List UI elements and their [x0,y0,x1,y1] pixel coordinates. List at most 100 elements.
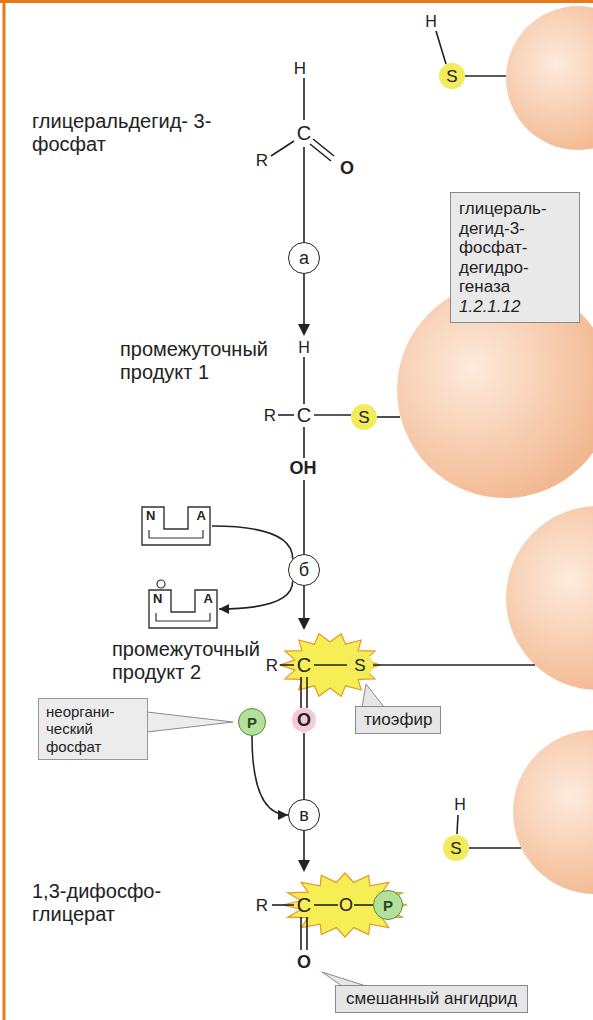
nad-letter: A [197,509,206,522]
step-circle: в [288,799,320,831]
atom-label: S [446,68,457,85]
compound-name: глицеральдегид- 3-фосфат [32,110,212,156]
sulfur-glow [443,835,469,861]
bond [314,414,351,416]
bond [373,664,535,666]
nad-inner-line [156,613,210,621]
nad-inner-line [149,530,203,538]
bond [303,78,305,120]
nad-letter: N [146,509,155,522]
atom-label: H [425,14,437,30]
atom-label: C [297,405,311,425]
step-circle: а [288,242,320,274]
frame-line [0,0,593,3]
nad-outline-path [149,590,217,628]
bond [457,815,458,834]
atom-label: S [358,409,369,426]
reaction-line [303,147,305,242]
reaction-line [303,831,305,862]
callout-box: неоргани- ческий фосфат [38,698,148,760]
step-letter: в [299,806,309,824]
frame-line [3,0,6,1020]
arrowhead [278,810,288,820]
bond [278,414,294,416]
enzyme-box: глицераль- дегид-3- фосфат- дегидро- ген… [450,192,580,323]
bond [314,664,347,666]
box-text: глицераль- дегид-3- фосфат- дегидро- ген… [459,199,571,297]
compound-name: промежуточный продукт 2 [112,638,277,684]
callout-pointer [322,972,366,986]
arrowhead [298,618,310,630]
arrowhead [219,604,229,614]
atom-label: S [450,840,461,857]
sulfur-glow [347,652,373,678]
bond [436,31,446,64]
bond [272,904,294,906]
compound-name: 1,3-дифосфо- глицерат [32,880,182,926]
enzyme-sphere [506,506,593,690]
callout-box: тиоэфир [355,706,441,734]
connector-line [219,581,293,609]
arrowhead [298,860,310,872]
bonds [271,31,535,950]
bond [280,664,294,666]
highlight-bursts [280,634,407,937]
bond [465,75,506,77]
connector-line [212,526,293,559]
box-text: неоргани- ческий фосфат [46,703,140,755]
phosphate-circle: P [373,890,403,920]
nad-letter: A [204,592,213,605]
atom-label: C [297,895,311,915]
sulfur-glows [347,63,469,861]
nad-letter: N [153,592,162,605]
atom-label: C [297,655,311,675]
atom-label: R [266,657,278,674]
atom-label: R [256,897,268,914]
hydrogen-dot [157,580,165,588]
atom-label: R [264,407,276,424]
atom-label: R [256,152,268,169]
bond [469,847,521,849]
connector [252,736,288,820]
bond [303,357,305,404]
ec-number: 1.2.1.12 [459,297,571,317]
step-circle: б [288,554,320,586]
callout-box: смешанный ангидрид [335,985,528,1013]
phosphate-symbol: P [247,715,257,730]
connector [219,581,293,614]
reaction-line [303,274,305,326]
reaction-line [303,586,305,620]
reaction-line [303,480,305,554]
atom-label: H [454,797,466,813]
box-text: тиоэфир [364,710,432,730]
sulfur-glow [351,404,377,430]
connector [212,526,293,559]
atom-label: H [294,60,306,77]
callout-pointer [362,684,384,707]
atom-label: O [297,711,311,729]
bond [310,144,331,161]
step-letter: б [299,561,309,579]
oxygen-glow [292,708,316,732]
atom-label: C [297,123,311,143]
bond [303,427,305,458]
nad-outline-path [142,507,210,545]
reaction-line [303,733,305,799]
callout-pointers [147,684,384,986]
step-letter: а [299,249,309,267]
phosphate-circle: P [238,708,266,736]
bond [306,917,308,950]
bond [300,917,302,950]
bond [377,416,400,418]
bond [313,139,334,156]
atom-label: O [340,159,354,177]
compound-name: промежуточный продукт 1 [120,338,285,384]
bond [306,677,308,708]
enzyme-sphere [506,6,593,150]
bond [314,904,338,906]
nadh-symbol: NA [147,588,219,630]
bond [271,141,294,156]
atom-label: S [354,657,365,674]
atom-label: O [297,953,311,971]
